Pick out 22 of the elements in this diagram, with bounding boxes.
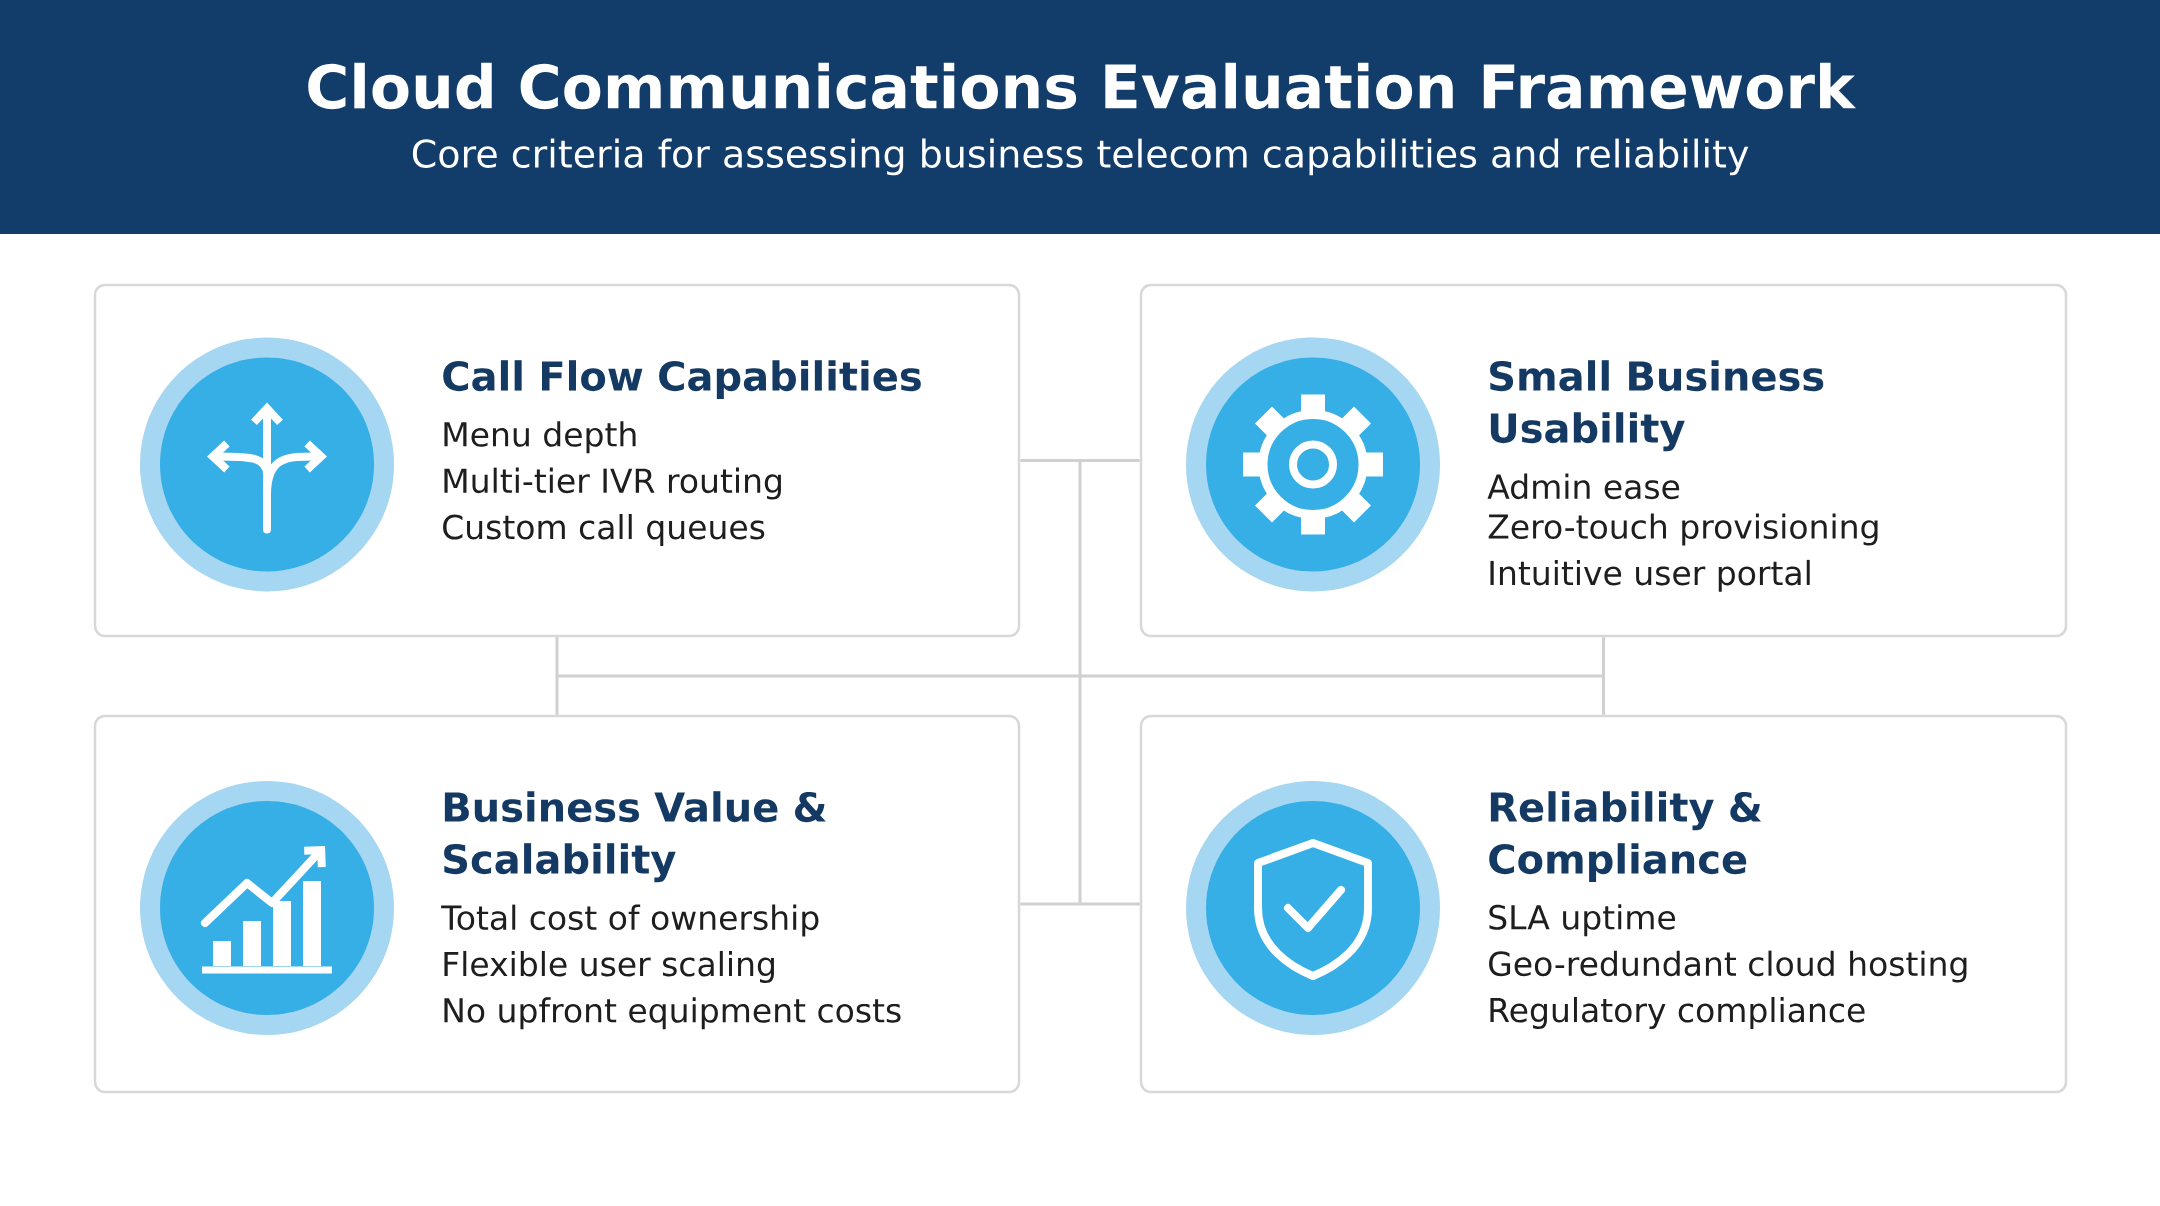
connector-line [555, 637, 559, 715]
card-heading: Business Value & Scalability [444, 791, 826, 883]
criterion-item: Menu depth [444, 421, 636, 454]
subtitle: Core criteria for assessing business telecom capabilities and reliability [412, 138, 1749, 176]
criterion-item: Multi-tier IVR routing [444, 467, 781, 500]
card-heading: Small Business Usability [1490, 360, 1824, 452]
title: Cloud Communications Evaluation Framework [308, 62, 1857, 110]
criterion-item: Custom call queues [443, 513, 765, 546]
criterion-item: Zero-touch provisioning [1488, 513, 1878, 546]
criterion-item: Geo-redundant cloud hosting [1489, 950, 1967, 983]
criterion-item: SLA uptime [1489, 904, 1675, 937]
connector-line [1020, 459, 1140, 462]
criterion-item: Flexible user scaling [444, 950, 774, 983]
connector-line [1602, 637, 1605, 715]
criterion-item: No upfront equipment costs [444, 997, 901, 1030]
criterion-item: Admin ease [1487, 473, 1680, 500]
criterion-item: Regulatory compliance [1490, 996, 1865, 1029]
criterion-item: Total cost of ownership [441, 904, 819, 937]
card-heading: Call Flow Capabilities [443, 360, 921, 399]
criterion-item: Intuitive user portal [1490, 559, 1810, 592]
connector-line [1020, 902, 1140, 906]
card-heading: Reliability & Compliance [1489, 791, 1762, 882]
